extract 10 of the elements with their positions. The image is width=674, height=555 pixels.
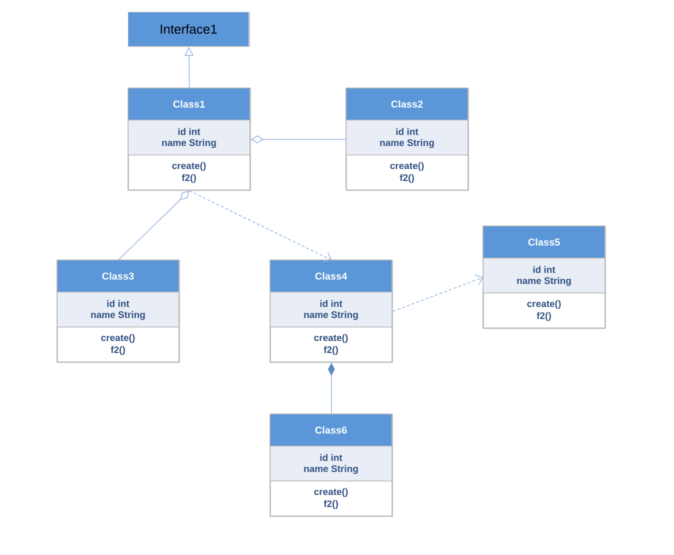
class-box: Class2 id int name String create() f2() <box>346 88 469 191</box>
class-box: Class3 id int name String create() f2() <box>56 260 180 363</box>
dependency-arrow <box>189 190 332 262</box>
class-box: Class4 id int name String create() f2() <box>270 260 393 363</box>
class-box: Interface1 <box>128 12 250 47</box>
aggregation-line <box>118 190 190 260</box>
dependency-arrow <box>392 274 483 312</box>
class-box: Class1 id int name String create() f2() <box>128 88 251 191</box>
class-box: Class5 id int name String create() f2() <box>482 226 606 329</box>
class-box: Class6 id int name String create() f2() <box>270 414 393 517</box>
